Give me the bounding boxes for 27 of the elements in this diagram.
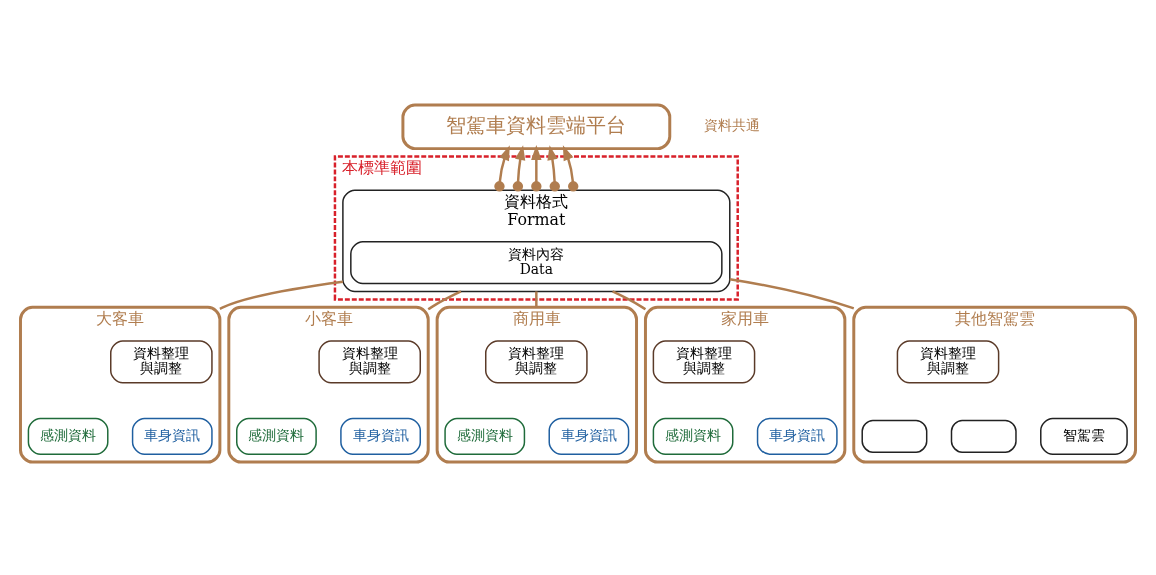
node-box: 感測資料 bbox=[236, 417, 317, 455]
node-box: 車身資訊 bbox=[131, 417, 213, 455]
node-box: 感測資料 bbox=[27, 417, 109, 455]
node-box: 車身資訊 bbox=[756, 417, 838, 455]
arrow bbox=[547, 145, 560, 192]
arrow bbox=[531, 145, 542, 192]
connector bbox=[219, 280, 344, 310]
node-box: 車身資訊 bbox=[340, 417, 421, 455]
label: 資料共通 bbox=[703, 117, 760, 134]
connector bbox=[729, 278, 855, 310]
arrow bbox=[562, 145, 579, 192]
connector bbox=[535, 291, 538, 308]
node-box: 資料內容 Data bbox=[350, 241, 723, 285]
node-box: 資料整理與調整 bbox=[652, 340, 756, 384]
node-box bbox=[861, 419, 928, 453]
arrow bbox=[512, 145, 526, 192]
node-box: 資料整理與調整 bbox=[896, 340, 1000, 384]
node-box: 智駕車資料雲端平台 bbox=[401, 103, 672, 151]
node-box: 資料整理與調整 bbox=[485, 340, 588, 384]
node-box: 智駕雲 bbox=[1040, 417, 1128, 455]
arrow bbox=[494, 145, 510, 192]
node-box: 感測資料 bbox=[444, 417, 526, 455]
node-box: 感測資料 bbox=[652, 417, 734, 455]
node-box: 車身資訊 bbox=[548, 417, 630, 455]
node-box: 資料整理與調整 bbox=[318, 340, 421, 384]
node-box: 資料整理與調整 bbox=[110, 340, 213, 384]
node-box bbox=[950, 419, 1017, 453]
